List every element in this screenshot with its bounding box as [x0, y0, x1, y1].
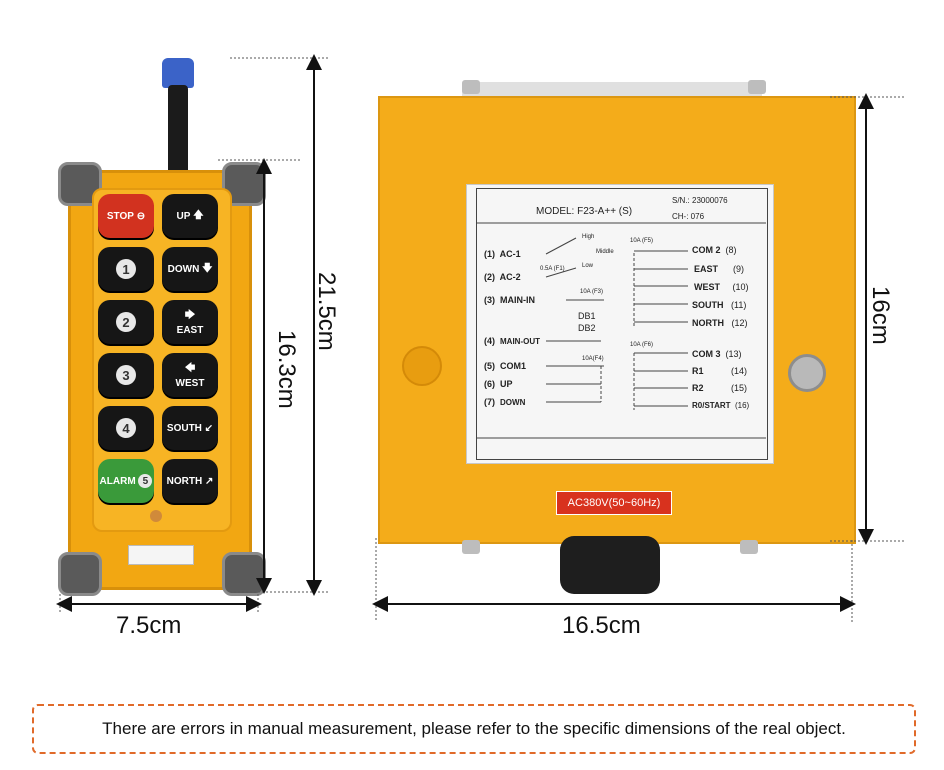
dimension-remote-total-height: 21.5cm — [313, 272, 340, 351]
remote-button-3: 3 — [98, 353, 154, 397]
terminal-16: R0/START (16) — [692, 401, 750, 410]
terminal-5: (5) COM1 — [484, 361, 527, 371]
wiring-lines — [476, 222, 766, 439]
terminal-strip — [462, 82, 762, 100]
fuse-f4: 10A(F4) — [582, 356, 604, 362]
dimension-remote-height: 16.3cm — [273, 330, 300, 409]
fuse-f1: 0.5A (F1) — [540, 266, 565, 272]
terminal-6: (6) UP — [484, 379, 513, 389]
remote-button-4: 4 — [98, 406, 154, 450]
terminal-13: COM 3 (13) — [692, 349, 742, 359]
remote-corner-bumper — [58, 162, 102, 206]
terminal-7: (7) DOWN — [484, 397, 526, 407]
dimension-remote-width: 7.5cm — [116, 612, 182, 639]
terminal-11: SOUTH (11) — [692, 300, 747, 310]
remote-button-1: 1 — [98, 247, 154, 291]
db2-label: DB2 — [578, 323, 596, 333]
disclaimer-box: There are errors in manual measurement, … — [32, 704, 916, 754]
terminal-15: R2 (15) — [692, 383, 748, 393]
terminal-1: (1) AC-1 — [484, 249, 521, 259]
antenna-cap — [162, 58, 194, 88]
cable-gland — [560, 536, 660, 594]
remote-button-east: 🡆EAST — [162, 300, 218, 344]
dimension-lines — [56, 54, 904, 622]
remote-button-south: SOUTH ↙ — [162, 406, 218, 450]
switch-high: High — [582, 234, 595, 240]
power-rating-badge: AC380V(50~60Hz) — [556, 491, 672, 515]
terminal-8: COM 2 (8) — [692, 245, 737, 255]
remote-button-north: NORTH ↗ — [162, 459, 218, 503]
remote-button-2: 2 — [98, 300, 154, 344]
terminal-10: WEST (10) — [694, 282, 749, 292]
remote-button-down: DOWN 🡇 — [162, 247, 218, 291]
terminal-3: (3) MAIN-IN — [484, 295, 536, 305]
receiver-cap — [402, 346, 442, 386]
antenna — [168, 85, 188, 175]
remote-indicator-led — [150, 510, 162, 522]
screw — [462, 540, 480, 554]
db1-label: DB1 — [578, 311, 596, 321]
fuse-f5: 10A (F5) — [630, 238, 654, 244]
wiring-diagram-label — [466, 184, 774, 464]
switch-middle: Middle — [596, 249, 614, 255]
model-text: MODEL: F23-A++ (S) — [536, 206, 633, 217]
dimension-box-height: 16cm — [867, 286, 894, 345]
screw — [740, 540, 758, 554]
terminal-12: NORTH (12) — [692, 318, 748, 328]
dimension-box-width: 16.5cm — [562, 612, 641, 639]
channel-text: CH-: 076 — [672, 212, 705, 221]
wiring-diagram-frame — [476, 188, 768, 460]
fuse-f3: 10A (F3) — [580, 289, 604, 295]
remote-corner-bumper — [58, 552, 102, 596]
disclaimer-text: There are errors in manual measurement, … — [102, 719, 846, 738]
switch-low: Low — [582, 263, 594, 269]
terminal-9: EAST (9) — [694, 264, 745, 274]
terminal-4: (4) MAIN-OUT — [484, 336, 541, 346]
antenna-connector — [788, 354, 826, 392]
remote-button-west: 🡄WEST — [162, 353, 218, 397]
remote-label-sticker — [128, 545, 194, 565]
serial-number: S/N.: 23000076 — [672, 196, 728, 205]
remote-button-stop: STOP ⊖ — [98, 194, 154, 238]
remote-button-alarm: ALARM 5 — [98, 459, 154, 503]
terminal-14: R1 (14) — [692, 366, 748, 376]
terminal-2: (2) AC-2 — [484, 272, 521, 282]
screw — [462, 80, 480, 94]
screw — [748, 80, 766, 94]
remote-button-up: UP 🡅 — [162, 194, 218, 238]
fuse-f6: 10A (F6) — [630, 342, 654, 348]
